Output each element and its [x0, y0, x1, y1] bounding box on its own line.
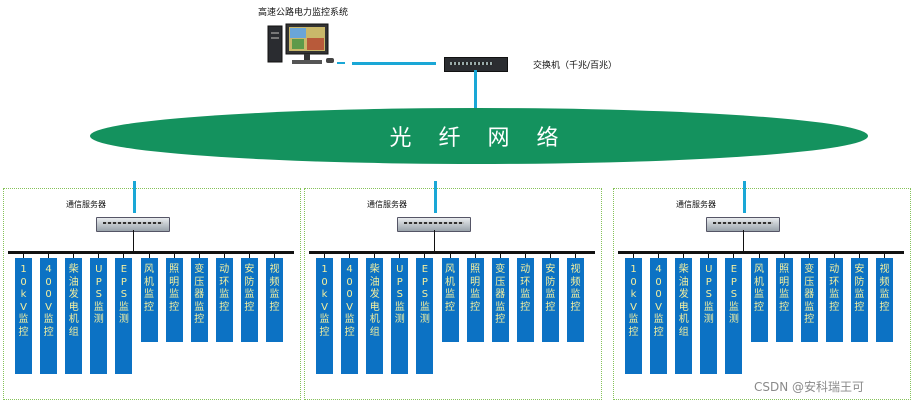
monitor-module-box: 视频监控: [266, 258, 283, 342]
module-drop: [733, 253, 735, 258]
monitor-module-box: 安防监控: [541, 258, 559, 342]
module-drop: [549, 253, 551, 258]
module-drop: [248, 253, 250, 258]
monitor-module-box: 安防监控: [240, 258, 258, 342]
site-frame: [3, 188, 301, 400]
monitor-module-box: 变压器监控: [190, 258, 208, 342]
monitor-module-box: 照明监控: [775, 258, 793, 342]
switch-label: 交换机（千兆/百兆）: [533, 61, 618, 71]
server-drop: [743, 230, 744, 252]
monitor-module-box: 风机监控: [750, 258, 768, 342]
server-label: 通信服务器: [66, 200, 106, 209]
system-title: 高速公路电力监控系统: [258, 8, 349, 18]
monitor-module-box: 变压器监控: [491, 258, 509, 342]
site-frame: [304, 188, 602, 400]
module-drop: [575, 253, 576, 258]
module-drop: [349, 253, 351, 258]
module-drop: [148, 253, 150, 258]
site-uplink: [743, 181, 746, 213]
workstation-link: [352, 62, 436, 65]
module-drop: [424, 253, 426, 258]
module-drop: [758, 253, 760, 258]
workstation-link-dash: [337, 62, 345, 64]
watermark: CSDN @安科瑞王可: [754, 380, 865, 394]
monitor-module-box: 动环监控: [215, 258, 233, 342]
module-drop: [274, 253, 275, 258]
monitor-module-box: 变压器监控: [800, 258, 818, 342]
module-drop: [223, 253, 225, 258]
bus-line: [309, 251, 595, 254]
monitor-module-box: 动环监控: [825, 258, 843, 342]
fiber-network-ellipse: [90, 108, 868, 164]
site-uplink: [434, 181, 437, 213]
module-drop: [73, 253, 75, 258]
switch-uplink: [474, 70, 477, 108]
module-drop: [833, 253, 835, 258]
module-drop: [633, 253, 634, 258]
module-drop: [98, 253, 100, 258]
monitor-module-box: 柴油发电机组: [65, 258, 83, 374]
computer-icon: [266, 22, 338, 66]
module-drop: [374, 253, 376, 258]
module-drop: [524, 253, 526, 258]
monitor-module-box: 柴油发电机组: [675, 258, 693, 374]
module-drop: [23, 253, 24, 258]
monitor-module-box: 动环监控: [516, 258, 534, 342]
module-drop: [449, 253, 451, 258]
monitor-module-box: 风机监控: [441, 258, 459, 342]
monitor-module-box: 视频监控: [567, 258, 584, 342]
module-drop: [858, 253, 860, 258]
fiber-network-label: 光 纤 网 络: [389, 126, 569, 151]
monitor-module-box: 视频监控: [876, 258, 893, 342]
monitor-module-box: 风机监控: [140, 258, 158, 342]
module-drop: [808, 253, 810, 258]
module-drop: [658, 253, 660, 258]
module-drop: [884, 253, 885, 258]
site-uplink: [133, 181, 136, 213]
monitor-module-box: 照明监控: [165, 258, 183, 342]
bus-line: [618, 251, 904, 254]
module-drop: [708, 253, 710, 258]
module-drop: [123, 253, 125, 258]
server-label: 通信服务器: [367, 200, 407, 209]
module-drop: [399, 253, 401, 258]
bus-line: [8, 251, 294, 254]
module-drop: [198, 253, 200, 258]
server-drop: [434, 230, 435, 252]
module-drop: [499, 253, 501, 258]
monitor-module-box: 照明监控: [466, 258, 484, 342]
site-frame: [613, 188, 911, 400]
monitor-module-box: 安防监控: [850, 258, 868, 342]
module-drop: [683, 253, 685, 258]
module-drop: [474, 253, 476, 258]
module-drop: [783, 253, 785, 258]
server-drop: [133, 230, 134, 252]
module-drop: [324, 253, 325, 258]
module-drop: [48, 253, 50, 258]
monitor-module-box: 柴油发电机组: [366, 258, 384, 374]
server-label: 通信服务器: [676, 200, 716, 209]
module-drop: [173, 253, 175, 258]
